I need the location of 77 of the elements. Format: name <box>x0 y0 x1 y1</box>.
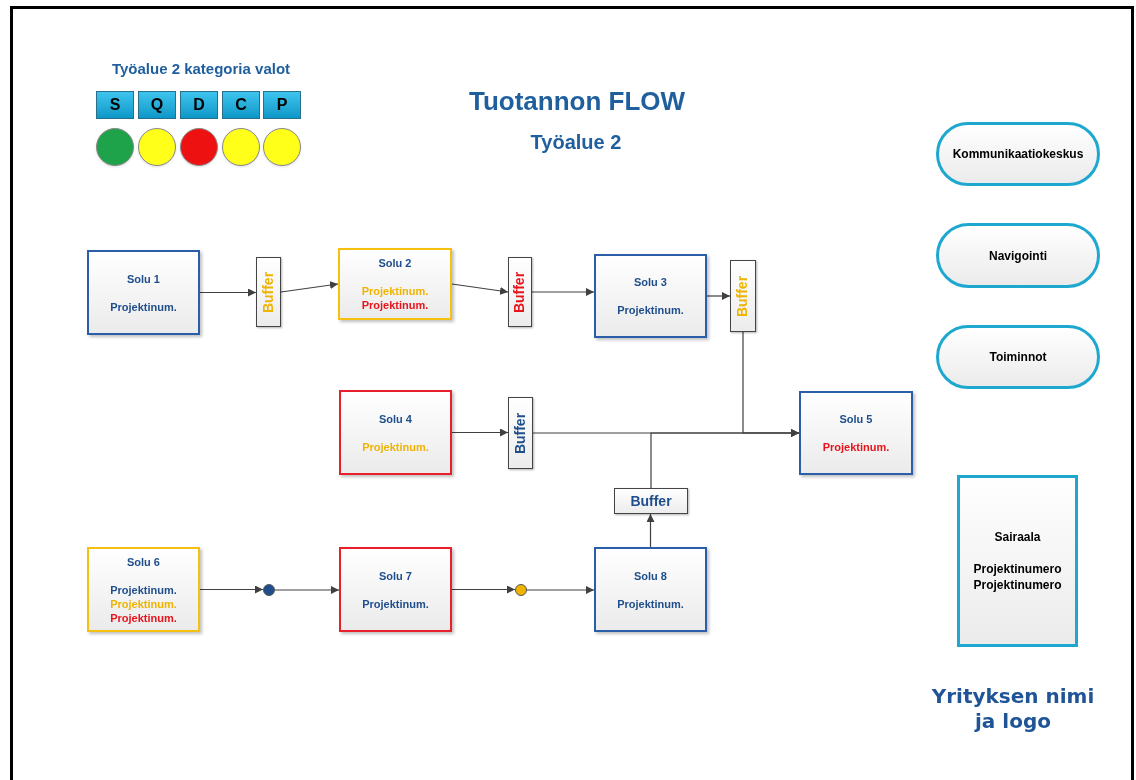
signal-light <box>222 128 260 166</box>
cell-title: Solu 3 <box>634 275 667 289</box>
project-number: Projektinum. <box>361 284 429 298</box>
buffer-label: Buffer <box>733 275 752 317</box>
cell-title: Solu 6 <box>127 554 160 569</box>
category-letter: D <box>193 95 205 115</box>
cell-title: Solu 7 <box>379 568 412 583</box>
category-letter: P <box>276 95 288 115</box>
category-letter: S <box>109 95 121 115</box>
flow-arrow <box>280 281 339 293</box>
flow-arrow <box>451 428 509 437</box>
cell-box <box>799 391 913 475</box>
project-number: Projektinum. <box>110 299 177 314</box>
project-number: Projektinum. <box>617 303 684 317</box>
category-letter: Q <box>150 95 164 115</box>
buffer-label: Buffer <box>259 271 277 313</box>
cell-box <box>87 250 200 335</box>
project-number: Projektinumero <box>973 577 1062 593</box>
project-number: Projektinum. <box>110 596 177 611</box>
box-title: Sairaala <box>994 529 1041 545</box>
flow-arrow <box>706 292 731 300</box>
page-title: Tuotannon FLOW <box>467 85 687 118</box>
buffer-box <box>508 397 533 469</box>
category-tile <box>96 91 134 119</box>
cell-box <box>594 254 707 338</box>
category-tile <box>263 91 301 119</box>
pill-label: Navigointi <box>989 247 1047 265</box>
buffer-label: Buffer <box>630 491 672 511</box>
project-number: Projektinum. <box>361 298 429 312</box>
flow-arrow <box>451 283 509 295</box>
cell-title: Solu 2 <box>378 256 412 270</box>
subtitle: Työalue 2 <box>529 130 623 155</box>
project-number: Projektinumero <box>973 561 1062 577</box>
cell-title: Solu 1 <box>127 271 160 286</box>
category-tile <box>222 91 260 119</box>
project-number: Projektinum. <box>362 439 429 454</box>
flow-arrow <box>526 586 595 594</box>
flow-arrow <box>531 288 595 296</box>
pill-label: Kommunikaatiokeskus <box>952 146 1084 163</box>
buffer-box <box>256 257 281 327</box>
info-box <box>957 475 1078 647</box>
section-heading: Työalue 2 kategoria valot <box>110 59 292 79</box>
flow-arrow <box>451 585 516 594</box>
signal-light <box>138 128 176 166</box>
flow-arrow <box>199 585 264 594</box>
signal-light <box>180 128 218 166</box>
project-number: Projektinum. <box>110 582 177 597</box>
pill-label: Toiminnot <box>989 349 1047 366</box>
flow-arrow <box>650 429 800 489</box>
cell-box <box>339 390 452 475</box>
flow-arrow <box>646 513 655 548</box>
buffer-label: Buffer <box>510 271 529 313</box>
flow-arrow <box>199 288 257 297</box>
category-letter: C <box>235 95 247 115</box>
cell-box <box>594 547 707 632</box>
placeholder-text: Yrityksen nimi ja logo <box>930 684 1096 734</box>
cell-title: Solu 8 <box>634 568 667 583</box>
cell-title: Solu 4 <box>379 411 412 426</box>
cell-box <box>338 248 452 320</box>
buffer-box <box>614 488 688 514</box>
menu-pill <box>936 122 1100 186</box>
category-tile <box>180 91 218 119</box>
signal-light <box>263 128 301 166</box>
project-number: Projektinum. <box>822 440 890 454</box>
cell-box <box>87 547 200 632</box>
buffer-box <box>730 260 756 332</box>
category-tile <box>138 91 176 119</box>
cell-box <box>339 547 452 632</box>
buffer-box <box>508 257 532 327</box>
project-number: Projektinum. <box>110 610 177 625</box>
menu-pill <box>936 325 1100 389</box>
buffer-label: Buffer <box>511 412 529 454</box>
flow-arrow <box>274 586 340 594</box>
signal-light <box>96 128 134 166</box>
cell-title: Solu 5 <box>839 412 873 426</box>
project-number: Projektinum. <box>362 596 429 611</box>
project-number: Projektinum. <box>617 596 684 611</box>
